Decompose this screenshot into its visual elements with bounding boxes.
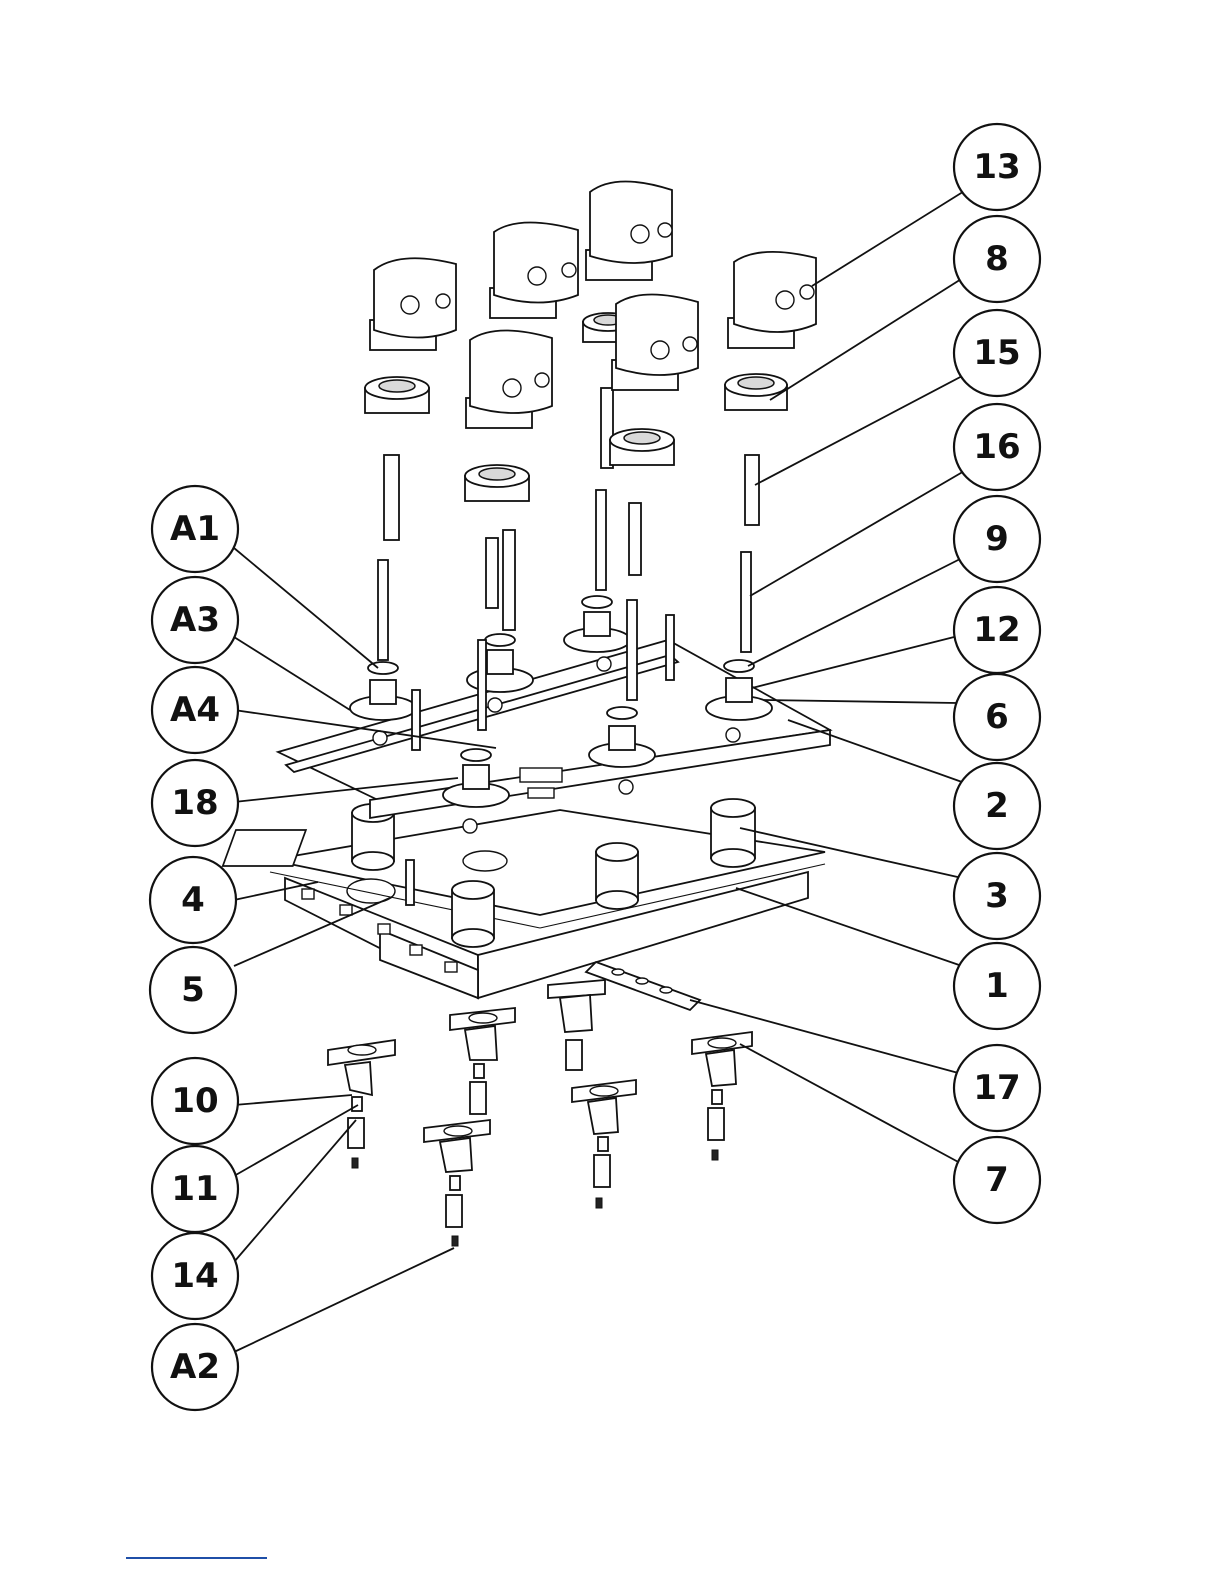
balloon-label: 14 [171,1256,218,1296]
balloon-14: 14 [152,1233,238,1319]
balloon-label: 12 [973,610,1020,650]
balloon-label: 2 [985,786,1009,826]
roller [452,881,494,947]
balloon-label: 1 [985,966,1009,1006]
balloon-a1: A1 [152,486,238,572]
balloon-8: 8 [954,216,1040,302]
balloon-a3: A3 [152,577,238,663]
foot-bracket [548,980,605,1070]
balloon-15: 15 [954,310,1040,396]
foot-bracket [572,1080,636,1187]
balloon-label: 8 [985,239,1009,279]
foot-bracket [328,1040,395,1148]
mounting-feet [328,980,752,1246]
balloon-18: 18 [152,760,238,846]
bearing-block [564,596,630,652]
leader-line [234,1095,352,1105]
balloon-label: 9 [985,519,1009,559]
leader-line [740,1044,962,1164]
balloon-label: 5 [181,970,205,1010]
balloon-label: 10 [171,1081,218,1121]
balloon-label: 17 [973,1068,1020,1108]
balloon-label: 18 [171,783,218,823]
leader-line [788,720,962,782]
balloon-3: 3 [954,853,1040,939]
balloon-5: 5 [150,947,236,1033]
balloon-10: 10 [152,1058,238,1144]
balloon-6: 6 [954,674,1040,760]
roller [596,843,638,909]
balloon-label: 6 [985,697,1009,737]
cover-cap [466,330,552,428]
impeller [725,374,787,410]
leader-line [750,470,966,596]
cover-cap [728,252,816,348]
balloons-right: 13 8 15 16 9 12 6 2 [954,124,1040,1223]
cover-cap [370,258,456,350]
balloon-label: 15 [973,333,1020,373]
balloons-left: A1 A3 A4 18 4 5 10 11 [150,486,238,1410]
balloon-2: 2 [954,763,1040,849]
balloon-a4: A4 [152,667,238,753]
balloon-1: 1 [954,943,1040,1029]
foot-bracket [692,1032,752,1140]
impeller [365,377,429,413]
balloon-a2: A2 [152,1324,238,1410]
balloon-label: 4 [181,880,205,920]
foot-bracket [424,1120,490,1227]
cover-cap [586,181,672,280]
bearing-block [467,634,533,692]
balloon-7: 7 [954,1137,1040,1223]
leader-line [764,700,957,703]
balloon-label: A3 [170,600,220,640]
leader-line [812,190,966,286]
balloon-label: 11 [171,1169,218,1209]
balloon-17: 17 [954,1045,1040,1131]
cover-cap [612,294,698,390]
balloon-9: 9 [954,496,1040,582]
balloon-label: 3 [985,876,1009,916]
balloon-label: A4 [170,690,220,730]
balloon-label: A2 [170,1347,220,1387]
balloon-16: 16 [954,404,1040,490]
foot-bracket [450,1008,515,1114]
leader-line [736,888,962,966]
leader-line [748,556,966,666]
footer-rule [126,1557,267,1559]
cover-cap [490,222,578,318]
balloon-12: 12 [954,587,1040,673]
roller [711,799,755,867]
impeller [610,429,674,465]
balloon-label: 16 [973,427,1020,467]
leader-line [234,1248,454,1352]
balloon-4: 4 [150,857,236,943]
balloon-11: 11 [152,1146,238,1232]
impeller [465,465,529,501]
bearing-block [350,662,416,720]
leader-line [752,634,966,688]
balloon-label: 13 [973,147,1020,187]
balloon-label: A1 [170,509,220,549]
balloon-label: 7 [985,1160,1009,1200]
leader-line [234,637,350,710]
balloon-13: 13 [954,124,1040,210]
